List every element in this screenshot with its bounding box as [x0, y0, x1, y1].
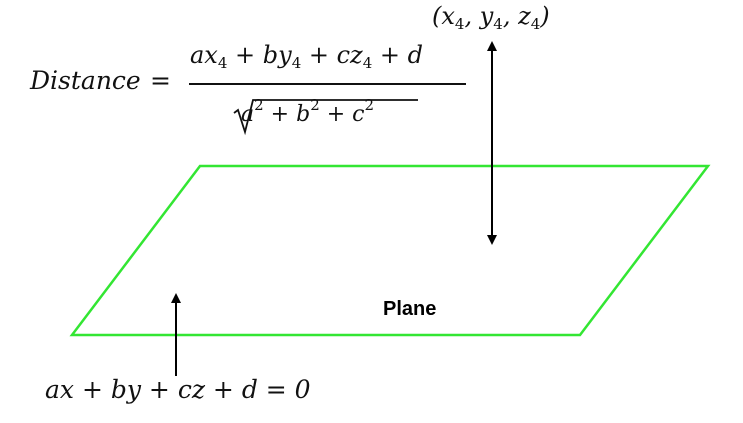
- denominator-term-c: + c: [319, 102, 365, 127]
- numerator-term-ax: ax: [190, 41, 218, 69]
- denominator-term-b: + b: [263, 102, 311, 127]
- plane-label: Plane: [383, 298, 437, 320]
- subscript: 4: [493, 15, 503, 33]
- point-z: , z: [502, 2, 531, 30]
- numerator-term-by: + by: [227, 41, 292, 69]
- numerator-term-d: + d: [372, 41, 423, 69]
- point-open: (x: [432, 2, 455, 30]
- formula-numerator: ax4 + by4 + cz4 + d: [190, 41, 423, 72]
- equals-sign: =: [150, 66, 171, 95]
- superscript: 2: [364, 96, 375, 114]
- denominator-term-a: a: [241, 102, 255, 127]
- subscript: 4: [530, 15, 541, 33]
- superscript: 2: [254, 96, 264, 114]
- point-coordinates: (x4, y4, z4): [432, 2, 550, 33]
- subscript: 4: [217, 54, 228, 72]
- distance-term: Distance: [30, 66, 141, 95]
- plane-equation: ax + by + cz + d = 0: [45, 375, 311, 404]
- radical-sign: [233, 99, 418, 136]
- subscript: 4: [362, 54, 373, 72]
- superscript: 2: [310, 96, 320, 114]
- subscript: 4: [291, 54, 302, 72]
- subscript: 4: [454, 15, 465, 33]
- point-close: ): [540, 2, 550, 30]
- point-y: , y: [464, 2, 494, 30]
- fraction-bar: [189, 83, 466, 85]
- numerator-term-cz: + cz: [301, 41, 363, 69]
- plane-outline: [69, 164, 711, 337]
- formula-denominator: a2 + b2 + c2: [241, 96, 374, 127]
